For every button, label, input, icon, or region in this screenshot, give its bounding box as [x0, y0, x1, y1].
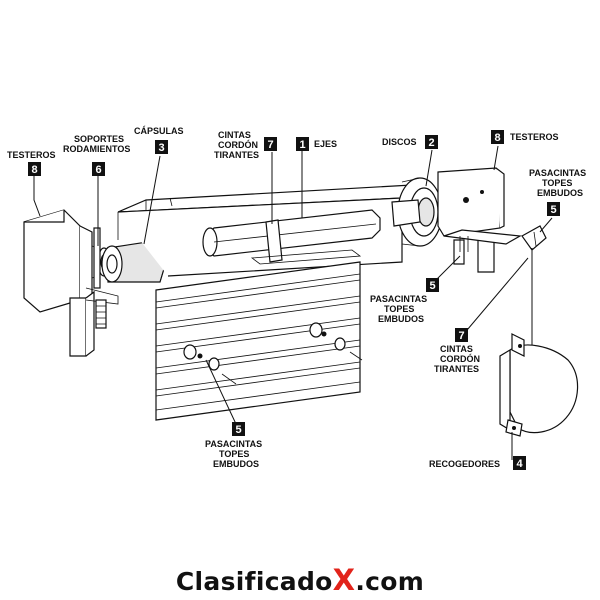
label-pasacintas-mid-line3: EMBUDOS	[378, 314, 424, 324]
badge-5-right	[547, 202, 560, 216]
badge-7-right-number: 7	[458, 330, 464, 342]
badge-2-number: 2	[428, 137, 434, 149]
label-recogedores-line1: RECOGEDORES	[429, 459, 500, 469]
label-testeros-left: TESTEROS 8	[7, 150, 56, 176]
label-discos-line1: DISCOS	[382, 137, 417, 147]
badge-5-bottom-number: 5	[235, 424, 241, 436]
label-cintas-right: 7 CINTAS CORDÓN TIRANTES	[434, 328, 480, 374]
label-pasacintas-right-line1: PASACINTAS	[529, 168, 586, 178]
label-capsulas-line1: CÁPSULAS	[134, 126, 184, 136]
label-pasacintas-bottom-line1: PASACINTAS	[205, 439, 262, 449]
label-pasacintas-mid: 5 PASACINTAS TOPES EMBUDOS	[370, 278, 439, 324]
badge-3	[155, 140, 168, 154]
label-pasacintas-bottom: 5 PASACINTAS TOPES EMBUDOS	[205, 422, 262, 469]
badge-1	[296, 137, 309, 151]
label-pasacintas-bottom-line3: EMBUDOS	[213, 459, 259, 469]
label-pasacintas-mid-line2: TOPES	[384, 304, 414, 314]
badge-7-right	[455, 328, 468, 342]
label-cintas-top: CINTAS CORDÓN TIRANTES 7	[214, 130, 277, 160]
watermark-suffix-text: .com	[355, 567, 425, 596]
badge-6-number: 6	[95, 164, 101, 176]
badge-8-left	[28, 162, 41, 176]
label-cintas-right-line2: CORDÓN	[440, 353, 480, 364]
badge-3-number: 3	[158, 142, 164, 154]
badge-7-top-number: 7	[267, 139, 273, 151]
label-cintas-top-line3: TIRANTES	[214, 150, 259, 160]
label-discos: DISCOS 2	[382, 135, 438, 149]
label-cintas-right-line1: CINTAS	[440, 344, 473, 354]
collector-drawing	[499, 333, 579, 437]
disc-drawing	[391, 177, 443, 247]
label-testeros-right-line1: TESTEROS	[510, 132, 559, 142]
label-ejes: 1 EJES	[296, 137, 337, 151]
label-soportes-line1: SOPORTES	[74, 134, 124, 144]
badge-8-right-number: 8	[494, 132, 500, 144]
badge-5-mid	[426, 278, 439, 292]
label-ejes-line1: EJES	[314, 139, 337, 149]
badge-8-right	[491, 130, 504, 144]
label-cintas-right-line3: TIRANTES	[434, 364, 479, 374]
badge-6	[92, 162, 105, 176]
label-capsulas: CÁPSULAS 3	[134, 126, 184, 154]
leader-lines	[33, 145, 553, 460]
label-testeros-right: 8 TESTEROS	[491, 130, 559, 144]
left-end-cap-drawing	[23, 209, 119, 357]
badge-4-number: 4	[516, 458, 523, 470]
label-recogedores: RECOGEDORES 4	[429, 456, 526, 470]
label-pasacintas-right: PASACINTAS TOPES EMBUDOS 5	[529, 168, 586, 216]
badge-2	[425, 135, 438, 149]
housing-and-axle-drawing	[117, 183, 431, 277]
label-pasacintas-right-line2: TOPES	[542, 178, 572, 188]
badge-5-bottom	[232, 422, 245, 436]
slat-curtain-drawing	[155, 261, 363, 421]
label-pasacintas-mid-line1: PASACINTAS	[370, 294, 427, 304]
watermark-accent-x: X	[332, 563, 356, 597]
badge-5-mid-number: 5	[429, 280, 435, 292]
badge-1-number: 1	[299, 139, 305, 151]
badge-8-left-number: 8	[31, 164, 37, 176]
label-cintas-top-line1: CINTAS	[218, 130, 251, 140]
watermark-main-text: Clasificado	[175, 567, 333, 596]
label-testeros-left-line1: TESTEROS	[7, 150, 56, 160]
badge-5-right-number: 5	[550, 204, 556, 216]
watermark-logo: ClasificadoX.com	[0, 563, 600, 597]
right-end-cap-drawing	[437, 167, 522, 273]
label-soportes-line2: RODAMIENTOS	[63, 144, 130, 154]
badge-4	[513, 456, 526, 470]
label-soportes-rodamientos: SOPORTES RODAMIENTOS 6	[63, 134, 130, 176]
label-cintas-top-line2: CORDÓN	[218, 139, 258, 150]
label-pasacintas-bottom-line2: TOPES	[219, 449, 249, 459]
badge-7-top	[264, 137, 277, 151]
label-pasacintas-right-line3: EMBUDOS	[537, 188, 583, 198]
